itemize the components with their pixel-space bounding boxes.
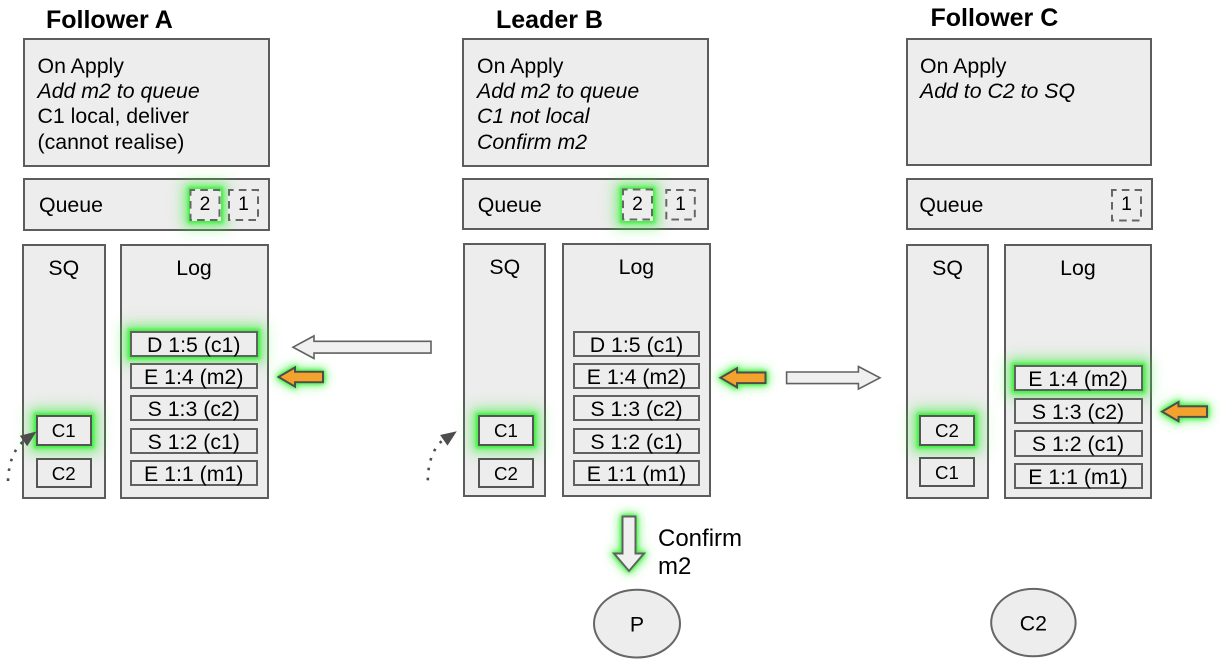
svg-text:P: P — [630, 612, 644, 636]
svg-text:C2: C2 — [1020, 611, 1047, 635]
